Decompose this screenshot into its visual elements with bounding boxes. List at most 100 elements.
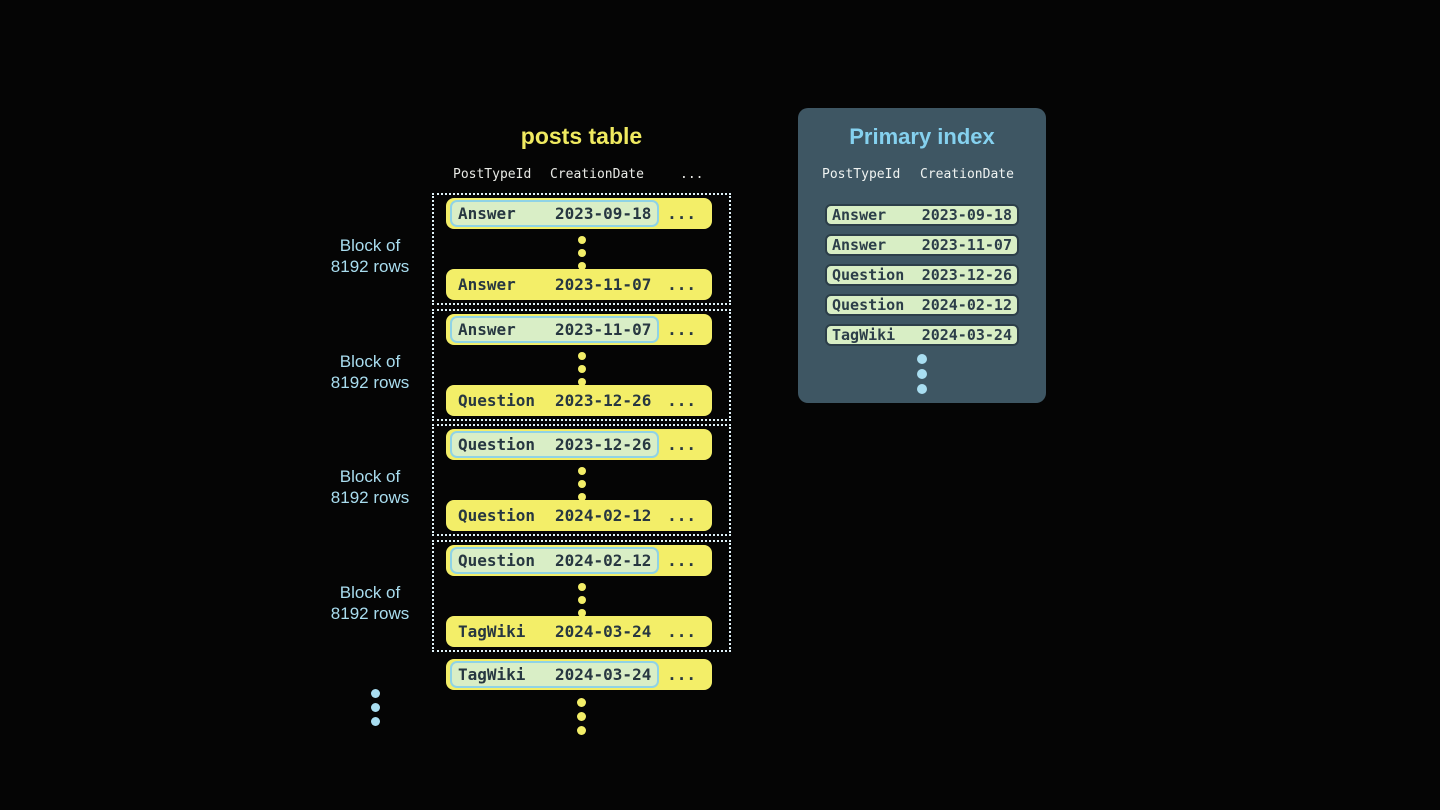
row-block-2: Answer 2023-11-07 ... Question 2023-12-26 … [432,309,731,421]
block-label-line1: Block of [339,352,401,371]
dot [577,249,586,257]
row-more-cell: ... [667,391,696,410]
row-creationdate: 2023-09-18 [555,204,652,223]
block-label-line2: 8192 rows [330,257,410,276]
row-creationdate: 2024-03-24 [555,622,652,641]
row-more-cell: ... [667,435,696,454]
row-creationdate: 2024-02-12 [555,551,652,570]
index-creationdate: 2024-02-12 [921,296,1012,314]
dot [577,480,586,488]
block-label-line1: Block of [339,467,401,486]
column-header-posttypeid: PostTypeId [453,167,532,182]
dot [371,689,380,698]
index-entry: Question 2024-02-12 [825,294,1019,316]
row-creationdate: 2024-02-12 [555,506,652,525]
table-row: Question 2023-12-26 ... [446,385,712,416]
column-header-creationdate: CreationDate [550,167,644,182]
table-row: Question 2023-12-26 ... [446,429,712,460]
row-more-cell: ... [667,551,696,570]
indexed-row-highlight: Question 2024-02-12 [450,547,660,574]
indexed-row-highlight: Question 2023-12-26 [450,431,660,458]
dot [577,262,586,270]
index-posttypeid: Answer [832,206,887,224]
dot [917,369,927,379]
row-creationdate: 2024-03-24 [555,665,652,684]
row-more-cell: ... [667,320,696,339]
indexed-row-highlight: Answer 2023-11-07 [450,316,660,343]
index-creationdate: 2023-12-26 [921,266,1012,284]
row-more-cell: ... [667,665,696,684]
index-posttypeid: Answer [832,236,887,254]
ellipsis-dots [577,352,586,386]
indexed-row-highlight: TagWiki 2024-03-24 [450,661,660,688]
row-block-4: Question 2024-02-12 ... TagWiki 2024-03-24… [432,540,731,652]
ellipsis-dots [577,583,586,617]
dot [577,236,586,244]
dot [577,493,586,501]
column-header-creationdate: CreationDate [920,167,1014,182]
table-row-overflow: TagWiki 2024-03-24 ... [446,659,712,690]
primary-index-column-headers: PostTypeId CreationDate [822,167,1014,182]
block-label-line2: 8192 rows [330,488,410,507]
block-label-line2: 8192 rows [330,373,410,392]
table-row: Answer 2023-09-18 ... [446,198,712,229]
block-label-3: Block of 8192 rows [318,466,422,508]
row-posttypeid: Question [458,435,536,454]
table-continuation-dots [577,698,586,735]
index-creationdate: 2023-11-07 [921,236,1012,254]
dot [371,717,380,726]
row-creationdate: 2023-12-26 [555,435,652,454]
posts-table-column-headers: PostTypeId CreationDate... [453,167,703,182]
dot [577,583,586,591]
dot [577,609,586,617]
column-header-posttypeid: PostTypeId [822,167,901,182]
row-posttypeid: Answer [458,320,516,339]
posts-table-title: posts table [520,123,643,149]
index-creationdate: 2023-09-18 [921,206,1012,224]
table-row: Answer 2023-11-07 ... [446,314,712,345]
primary-index-panel: Primary index PostTypeId CreationDate Ans… [798,108,1046,403]
row-posttypeid: Question [458,391,536,410]
row-posttypeid: TagWiki [458,665,526,684]
dot [577,352,586,360]
index-posttypeid: Question [832,296,905,314]
dot [917,354,927,364]
column-header-more: ... [680,167,704,182]
primary-index-title: Primary index [849,124,995,149]
row-posttypeid: TagWiki [458,622,526,641]
index-continuation-dots [917,354,927,394]
row-more-cell: ... [667,275,696,294]
dot [577,467,586,475]
index-entry: Answer 2023-11-07 [825,234,1019,256]
row-posttypeid: Answer [458,204,516,223]
row-posttypeid: Question [458,551,536,570]
row-cell: Question 2023-12-26 [450,387,659,414]
dot [577,698,586,707]
row-creationdate: 2023-11-07 [555,320,652,339]
index-entry: Answer 2023-09-18 [825,204,1019,226]
index-posttypeid: TagWiki [832,326,896,344]
block-label-4: Block of 8192 rows [318,582,422,624]
block-label-line1: Block of [339,583,401,602]
dot [577,726,586,735]
row-more-cell: ... [667,204,696,223]
block-label-2: Block of 8192 rows [318,351,422,393]
block-label-line2: 8192 rows [330,604,410,623]
dot [577,596,586,604]
table-row: Question 2024-02-12 ... [446,545,712,576]
dot [577,712,586,721]
ellipsis-dots [577,236,586,270]
dot [917,384,927,394]
row-more-cell: ... [667,506,696,525]
indexed-row-highlight: Answer 2023-09-18 [450,200,660,227]
dot [577,365,586,373]
row-creationdate: 2023-12-26 [555,391,652,410]
